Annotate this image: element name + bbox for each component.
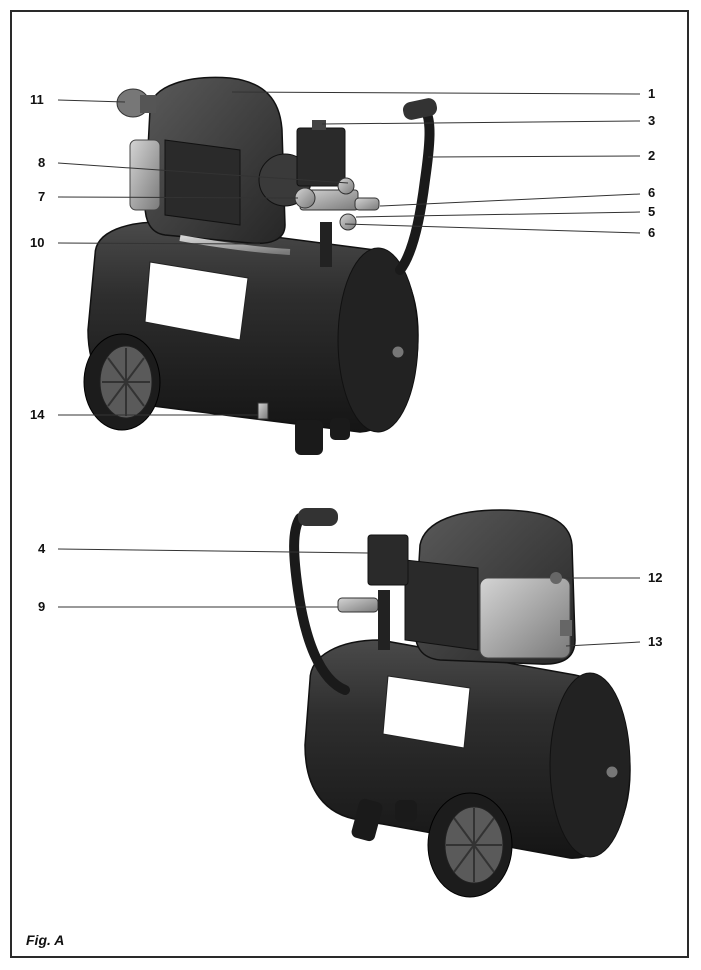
carry-handle (289, 513, 350, 695)
pump-head (129, 139, 161, 211)
regulator (337, 597, 379, 613)
compressor-front-view (83, 76, 438, 455)
rubber-foot (395, 800, 417, 822)
callout-5: 5 (648, 204, 656, 219)
quick-coupler (354, 197, 380, 211)
tank-plug (391, 345, 405, 359)
callout-10: 10 (30, 235, 45, 250)
handle-grip (402, 98, 438, 120)
figure-label: Fig. A (26, 932, 65, 948)
callout-11: 11 (30, 92, 44, 107)
riser-pipe (320, 222, 332, 267)
riser-pipe (378, 590, 390, 650)
callout-14: 14 (30, 407, 45, 422)
callout-6-upper: 6 (648, 185, 656, 200)
callout-2: 2 (648, 148, 656, 163)
rubber-foot (351, 798, 383, 842)
wheel-spokes (102, 348, 150, 416)
callout-6-lower: 6 (648, 225, 656, 240)
tank-end-cap (549, 672, 631, 858)
compressor-rear-view (289, 508, 631, 898)
tank-end-cap (337, 247, 419, 433)
callout-8: 8 (38, 155, 46, 170)
handle-grip (298, 508, 338, 526)
callout-4: 4 (38, 541, 46, 556)
discharge-tube (179, 235, 291, 255)
carry-handle (395, 105, 435, 275)
callout-1: 1 (648, 86, 656, 101)
rubber-foot (295, 420, 323, 455)
callout-3: 3 (648, 113, 656, 128)
tank-plug (605, 765, 619, 779)
motor-cover (164, 139, 241, 226)
callout-9: 9 (38, 599, 46, 614)
figure-frame (10, 10, 689, 958)
oil-plug (560, 620, 572, 636)
outlet-pressure-gauge (339, 213, 357, 231)
air-filter-body (140, 95, 156, 113)
pressure-switch (367, 534, 409, 586)
pressure-switch (296, 127, 346, 187)
tank-label-plate (144, 261, 249, 341)
oil-fill-plug (550, 572, 562, 584)
pump-head (479, 577, 571, 659)
callout-12: 12 (648, 570, 663, 585)
motor-cover (404, 559, 479, 651)
tank-label-plate (382, 675, 471, 749)
rubber-foot (330, 418, 350, 440)
drain-valve (257, 402, 269, 420)
wheel-spokes (446, 808, 502, 882)
leader-lines (57, 91, 641, 647)
callout-7: 7 (38, 189, 46, 204)
on-off-knob (312, 120, 326, 130)
safety-valve (337, 177, 355, 195)
callout-13: 13 (648, 634, 663, 649)
